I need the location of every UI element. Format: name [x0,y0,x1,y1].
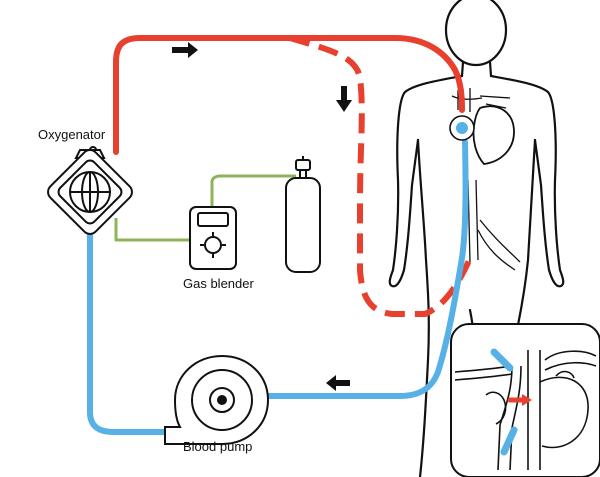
gas-line [114,174,296,242]
oxygenator-icon [47,146,133,235]
flow-arrow-left-icon [326,375,350,391]
blood-pump-label: Blood pump [183,439,253,454]
human-body-outline [388,0,565,477]
blood-pump-icon [164,354,270,445]
oxygenated-return-line [113,35,465,155]
gas-cylinder-icon [285,156,321,273]
oxygenator-label: Oxygenator [38,127,106,142]
gas-blender-label: Gas blender [183,276,254,291]
flow-arrow-right-icon [172,42,198,58]
deoxygenated-drainage-line [87,139,469,435]
gas-blender-icon [189,206,237,270]
femoral-return-dashed-line [289,35,475,317]
neck-cannula-icon [449,115,475,141]
flow-arrow-down-icon [336,86,352,112]
heart-icon [472,105,515,165]
heart-cannula-inset [450,323,600,477]
